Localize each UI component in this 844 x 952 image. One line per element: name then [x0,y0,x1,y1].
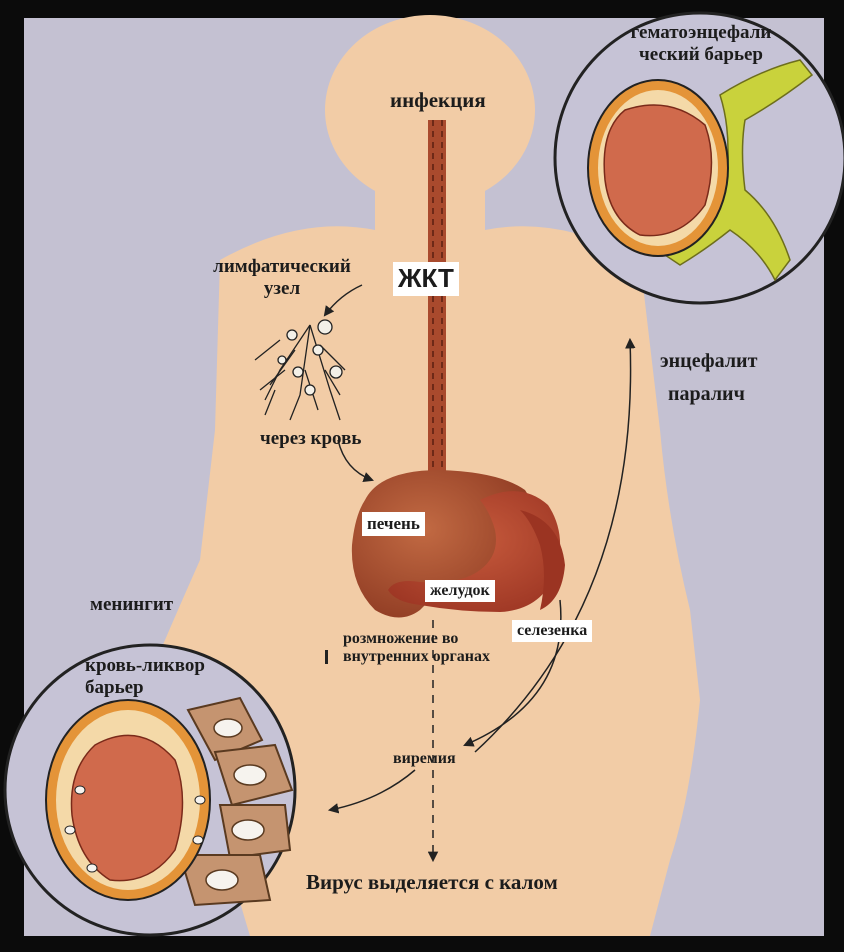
meningitis-label: менингит [90,594,173,616]
lymph-node-label-line1: лимфатический [197,256,367,278]
via-blood-label: через кровь [260,428,361,450]
bbb-label-line1: гематоэнцефали [606,22,796,44]
viremia-label: виремия [393,750,456,768]
liver-label: печень [362,512,425,536]
infection-label: инфекция [390,88,486,112]
bbb-label: гематоэнцефали ческий барьер [606,22,796,66]
bbb-label-line2: ческий барьер [606,44,796,66]
bcsf-barrier-label: кровь-ликвор барьер [85,655,205,699]
bcsf-barrier-label-line2: барьер [85,677,205,699]
spleen-label: селезенка [512,620,592,642]
replication-label-line2: внутренних органах [343,648,490,666]
virus-shed-label: Вирус выделяется с калом [306,870,558,894]
replication-label-line1: розмножение во [343,630,490,648]
replication-label: розмножение во внутренних органах [343,630,490,667]
bcsf-barrier-label-line1: кровь-ликвор [85,655,205,677]
paralysis-label: паралич [668,383,745,406]
gi-tract [428,120,446,485]
stomach-label: желудок [425,580,495,602]
gkt-label: ЖКТ [393,262,459,296]
encephalitis-label: энцефалит [660,350,757,373]
lymph-node-label: лимфатический узел [197,256,367,300]
lymph-node-label-line2: узел [197,278,367,300]
